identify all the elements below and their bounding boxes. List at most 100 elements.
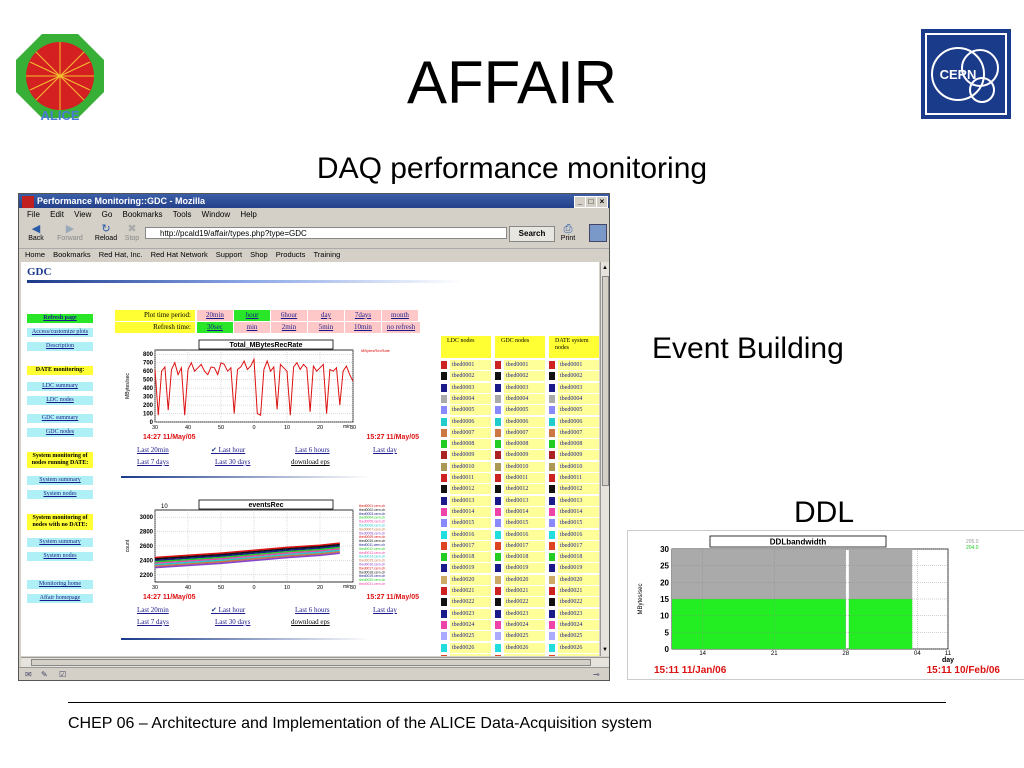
ldc-node-link[interactable]: tbed0008 [441,439,491,450]
ldc-node-link[interactable]: tbed0023 [441,608,491,619]
gdc-node-link[interactable]: tbed0011 [495,473,545,483]
gdc-node-link[interactable]: tbed0018 [495,552,545,563]
refresh-30sec[interactable]: 30sec [197,322,233,333]
gdc-node-link[interactable]: tbed0001 [495,360,545,370]
gdc-node-link[interactable]: tbed0016 [495,529,545,540]
date-node-link[interactable]: tbed0020 [549,574,599,585]
plot2-last-30days[interactable]: Last 30 days [215,618,251,626]
vertical-scrollbar[interactable]: ▲ ▼ [600,262,609,656]
ldc-node-link[interactable]: tbed0014 [441,506,491,517]
ldc-node-link[interactable]: tbed0003 [441,382,491,393]
forward-button[interactable]: ▶Forward [55,223,85,242]
horizontal-scrollbar[interactable] [21,657,609,667]
ldc-nodes-link[interactable]: LDC nodes [27,396,93,405]
stop-button[interactable]: ✖Stop [117,223,147,242]
date-node-link[interactable]: tbed0012 [549,484,599,495]
refresh-2min[interactable]: 2min [271,322,307,333]
back-button[interactable]: ◀Back [21,223,51,242]
menu-help[interactable]: Help [240,210,257,219]
menu-window[interactable]: Window [201,210,231,219]
bookmark-home[interactable]: Home [25,250,46,259]
menu-file[interactable]: File [27,210,40,219]
ldc-node-link[interactable]: tbed0006 [441,416,491,427]
ldc-node-link[interactable]: tbed0015 [441,518,491,529]
gdc-node-link[interactable]: tbed0009 [495,450,545,461]
menu-edit[interactable]: Edit [50,210,64,219]
sys-nodate-nodes-link[interactable]: System nodes [27,552,93,561]
refresh-min[interactable]: min [234,322,270,333]
date-node-link[interactable]: tbed0011 [549,473,599,483]
sys-date-summary-link[interactable]: System summary [27,476,93,485]
ldc-node-link[interactable]: tbed0027 [441,653,491,656]
date-node-link[interactable]: tbed0015 [549,518,599,529]
plot2-last-hour[interactable]: ✔ Last hour [211,606,246,614]
plot2-last-20min[interactable]: Last 20min [137,606,169,614]
date-node-link[interactable]: tbed0007 [549,427,599,438]
customize-plots-link[interactable]: Access/customize plots [27,328,93,337]
plot1-last-6hours[interactable]: Last 6 hours [295,446,330,454]
date-node-link[interactable]: tbed0024 [549,619,599,630]
gdc-summary-link[interactable]: GDC summary [27,414,93,423]
gdc-node-link[interactable]: tbed0027 [495,653,545,656]
ldc-summary-link[interactable]: LDC summary [27,382,93,391]
ldc-node-link[interactable]: tbed0004 [441,393,491,404]
date-node-link[interactable]: tbed0016 [549,529,599,540]
gdc-node-link[interactable]: tbed0021 [495,586,545,596]
date-node-link[interactable]: tbed0008 [549,439,599,450]
plot2-download-eps[interactable]: download eps [291,618,330,626]
ldc-node-link[interactable]: tbed0025 [441,631,491,642]
gdc-node-link[interactable]: tbed0005 [495,405,545,416]
sys-nodate-summary-link[interactable]: System summary [27,538,93,547]
gdc-node-link[interactable]: tbed0002 [495,371,545,382]
print-button[interactable]: ⎙Print [553,223,583,242]
date-node-link[interactable]: tbed0025 [549,631,599,642]
ldc-node-link[interactable]: tbed0026 [441,642,491,653]
bookmark-products[interactable]: Products [275,250,306,259]
hscroll-thumb[interactable] [31,659,591,666]
menu-view[interactable]: View [74,210,92,219]
gdc-node-link[interactable]: tbed0010 [495,461,545,472]
gdc-node-link[interactable]: tbed0007 [495,427,545,438]
date-node-link[interactable]: tbed0013 [549,495,599,506]
date-node-link[interactable]: tbed0006 [549,416,599,427]
ldc-node-link[interactable]: tbed0021 [441,586,491,596]
bookmark-redhat-network[interactable]: Red Hat Network [150,250,208,259]
menu-tools[interactable]: Tools [172,210,192,219]
ldc-node-link[interactable]: tbed0020 [441,574,491,585]
ldc-node-link[interactable]: tbed0013 [441,495,491,506]
gdc-node-link[interactable]: tbed0013 [495,495,545,506]
gdc-node-link[interactable]: tbed0008 [495,439,545,450]
date-node-link[interactable]: tbed0002 [549,371,599,382]
gdc-node-link[interactable]: tbed0017 [495,540,545,551]
monitoring-home-link[interactable]: Monitoring home [27,580,93,589]
plot2-last-6hours[interactable]: Last 6 hours [295,606,330,614]
ldc-node-link[interactable]: tbed0022 [441,597,491,608]
period-month[interactable]: month [382,310,418,321]
period-hour[interactable]: hour [234,310,270,321]
plot2-last-7days[interactable]: Last 7 days [137,618,169,626]
gdc-node-link[interactable]: tbed0026 [495,642,545,653]
date-node-link[interactable]: tbed0005 [549,405,599,416]
gdc-node-link[interactable]: tbed0023 [495,608,545,619]
ldc-node-link[interactable]: tbed0018 [441,552,491,563]
url-field[interactable]: http://pcald19/affair/types.php?type=GDC [145,227,507,239]
reload-button[interactable]: ↻Reload [91,223,121,242]
affair-homepage-link[interactable]: Affair homepage [27,594,93,603]
bookmark-support[interactable]: Support [215,250,243,259]
date-node-link[interactable]: tbed0010 [549,461,599,472]
gdc-node-link[interactable]: tbed0014 [495,506,545,517]
plot1-last-20min[interactable]: Last 20min [137,446,169,454]
date-node-link[interactable]: tbed0004 [549,393,599,404]
search-button[interactable]: Search [509,226,555,242]
description-link[interactable]: Description [27,342,93,351]
date-node-link[interactable]: tbed0014 [549,506,599,517]
scroll-thumb[interactable] [602,276,609,486]
gdc-node-link[interactable]: tbed0022 [495,597,545,608]
date-node-link[interactable]: tbed0018 [549,552,599,563]
gdc-node-link[interactable]: tbed0025 [495,631,545,642]
date-node-link[interactable]: tbed0023 [549,608,599,619]
date-node-link[interactable]: tbed0027 [549,653,599,656]
gdc-node-link[interactable]: tbed0020 [495,574,545,585]
